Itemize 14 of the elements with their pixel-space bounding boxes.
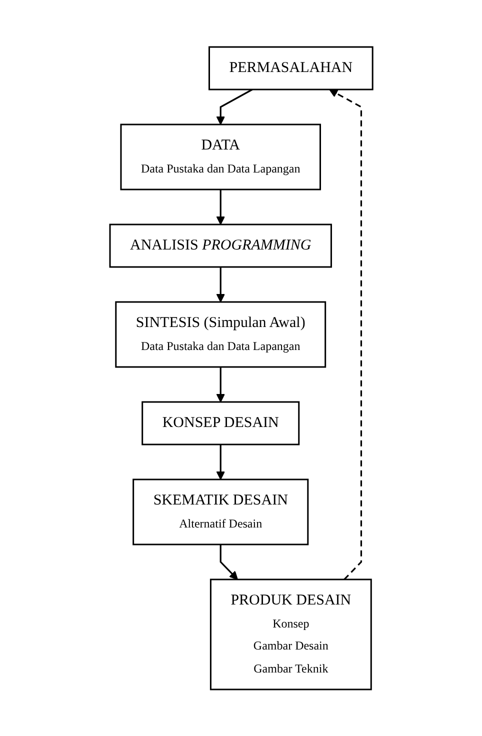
node-box: SKEMATIK DESAIN Alternatif Desain (132, 478, 308, 545)
node-box: PERMASALAHAN (208, 46, 374, 90)
arrow (216, 88, 252, 125)
node-box: PRODUK DESAIN Konsep Gambar Desain Gambar Teknik (210, 578, 372, 690)
arrow (216, 366, 225, 402)
arrow (216, 266, 225, 302)
node-box: ANALISIS PROGRAMMING (108, 224, 332, 268)
arrow (220, 544, 238, 580)
node-box: SINTESIS (Simpulan Awal) Data Pustaka dan Data Lapangan (114, 301, 326, 368)
node-box: KONSEP DESAIN (141, 401, 300, 445)
arrow (216, 189, 225, 225)
arrow (216, 444, 225, 480)
arrow (328, 88, 362, 580)
node-box: DATA Data Pustaka dan Data Lapangan (120, 124, 321, 190)
